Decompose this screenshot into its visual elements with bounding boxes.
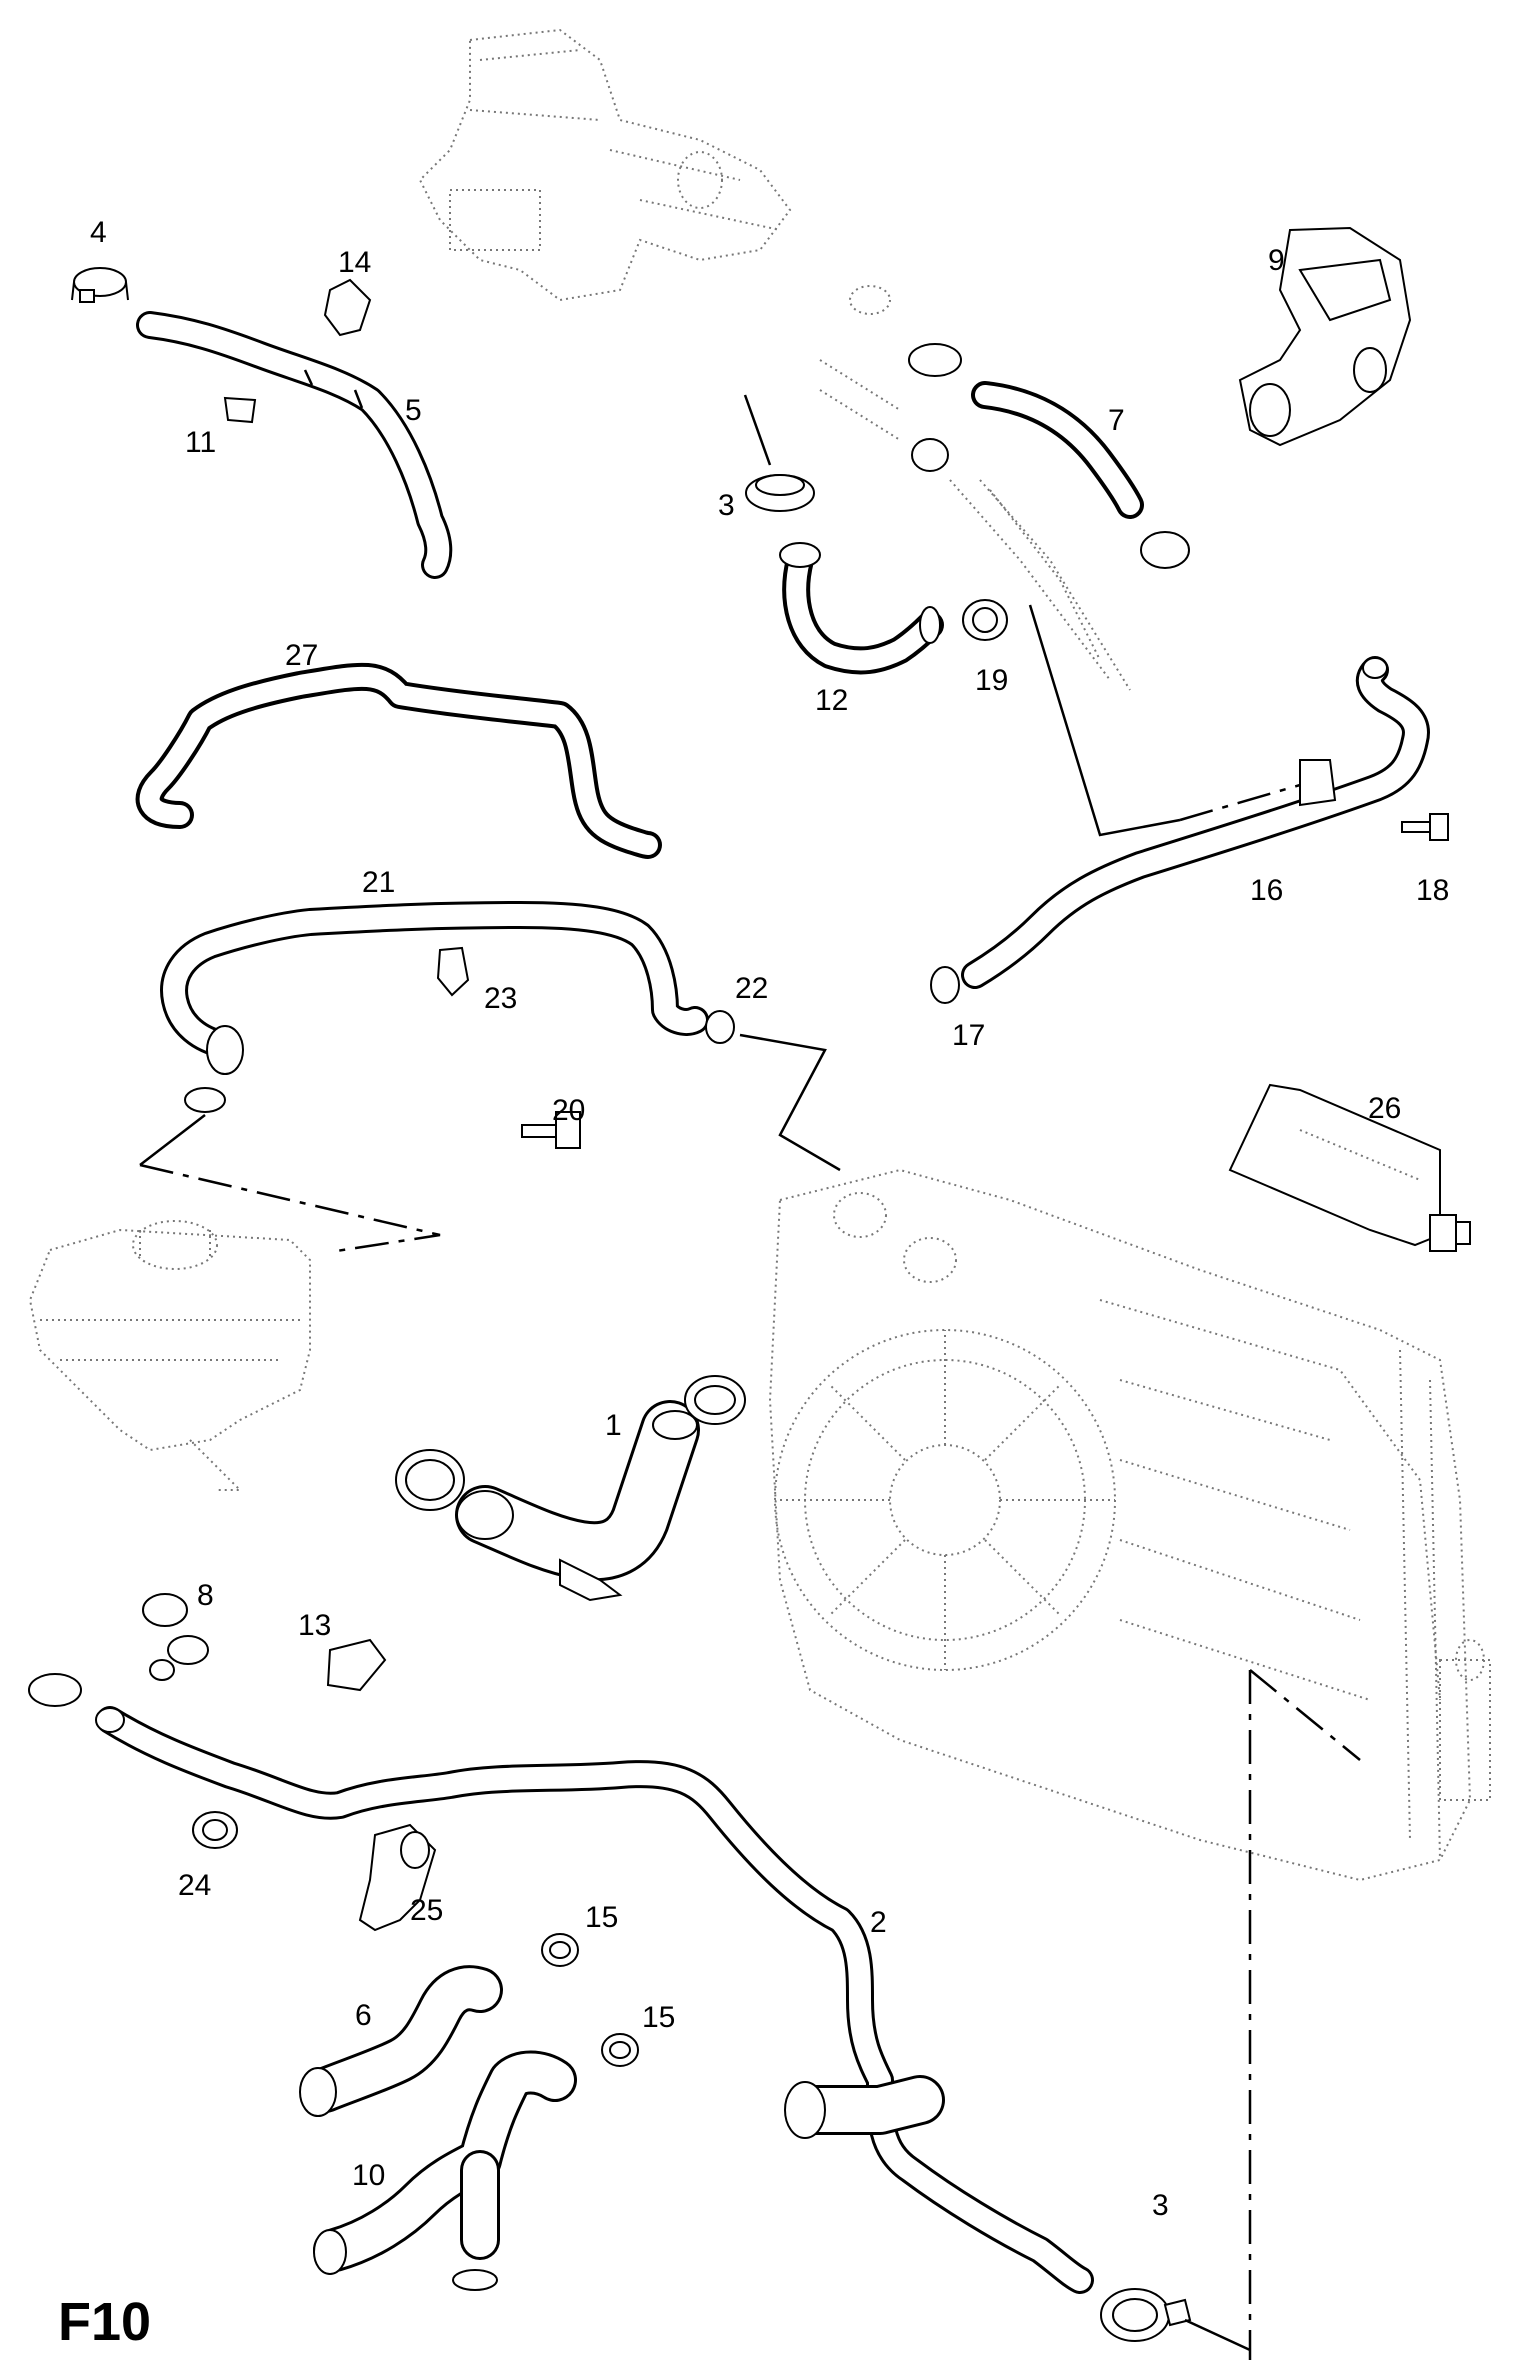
bottom-dashdot-line	[1184, 1670, 1252, 2360]
bolt-18	[1401, 813, 1449, 841]
hose-clamp-24	[192, 1811, 238, 1849]
callout-12: 12	[815, 684, 848, 717]
callout-4: 4	[90, 216, 107, 249]
hose-clamp-15b	[601, 2033, 639, 2067]
bracket-9	[1238, 226, 1412, 447]
callout-9: 9	[1268, 244, 1285, 277]
hose-clamp-left	[28, 1673, 82, 1707]
hose-clamp-1a	[395, 1449, 465, 1511]
thermostat-housing	[418, 28, 1131, 691]
hose-clamp-1b	[684, 1375, 746, 1425]
callout-labels: 1 2 3 3 4 5 6 7 8 9 10 11 12 13 14 15 15…	[90, 216, 1449, 2222]
figure-label: F10	[58, 2292, 151, 2352]
clip-14	[323, 278, 372, 337]
hose-clamp-19	[962, 599, 1008, 641]
callout-6: 6	[355, 1999, 372, 2032]
hose-7	[971, 381, 1144, 519]
hose-10	[313, 2050, 577, 2291]
callout-10: 10	[352, 2159, 385, 2192]
radiator-leader-line	[739, 1033, 841, 1172]
callout-23: 23	[484, 982, 517, 1015]
hose-clamp-8	[142, 1593, 209, 1681]
hose-clamp-7b	[1140, 531, 1190, 569]
bracket-25	[358, 1823, 437, 1932]
clip-13	[326, 1638, 387, 1692]
callout-3-bottom: 3	[1152, 2189, 1169, 2222]
radiator-fan-assembly	[768, 1168, 1491, 1882]
callout-20: 20	[552, 1094, 585, 1127]
hose-6	[299, 1965, 503, 2117]
pipe-leader-line	[1028, 604, 1301, 837]
clip-11	[223, 396, 257, 424]
hose-clamp-15a	[541, 1933, 579, 1967]
hose-27	[135, 662, 662, 859]
hose-clamp-7a	[908, 343, 962, 377]
o-ring-17	[930, 966, 960, 1004]
callout-5: 5	[405, 394, 422, 427]
callout-1: 1	[605, 1409, 622, 1442]
callout-17: 17	[952, 1019, 985, 1052]
callout-2: 2	[870, 1906, 887, 1939]
callout-13: 13	[298, 1609, 331, 1642]
callout-11: 11	[185, 426, 216, 459]
hose-clamp-21	[184, 1087, 226, 1113]
callout-15b: 15	[642, 2001, 675, 2034]
hose-5	[136, 311, 453, 579]
hose-clamp-3-bottom	[1100, 2288, 1192, 2342]
callout-25: 25	[410, 1894, 443, 1927]
hose-clamp-4	[71, 267, 129, 303]
callout-24: 24	[178, 1869, 211, 1902]
hose-2	[95, 1706, 1094, 2294]
small-fitting	[911, 438, 1101, 661]
callout-21: 21	[362, 866, 395, 899]
callout-14: 14	[338, 246, 371, 279]
pipe-16	[961, 656, 1430, 989]
callout-19: 19	[975, 664, 1008, 697]
callout-27: 27	[285, 639, 318, 672]
expansion-tank	[28, 1220, 311, 1491]
hose-21	[160, 901, 709, 1075]
sealant-tube-26	[1228, 1083, 1471, 1252]
callout-16: 16	[1250, 874, 1283, 907]
callout-7: 7	[1108, 404, 1125, 437]
callout-15a: 15	[585, 1901, 618, 1934]
hose-clamp-3-top	[743, 394, 815, 512]
bolt-20	[521, 1111, 581, 1149]
callout-26: 26	[1368, 1092, 1401, 1125]
hose-clamp-22	[705, 1010, 735, 1044]
tank-leader-line	[139, 1114, 441, 1254]
clip-23	[436, 946, 470, 997]
callout-8: 8	[197, 1579, 214, 1612]
hose-1	[455, 1400, 700, 1602]
callout-22: 22	[735, 972, 768, 1005]
hose-12	[779, 542, 944, 675]
callout-18: 18	[1416, 874, 1449, 907]
callout-3-top: 3	[718, 489, 735, 522]
